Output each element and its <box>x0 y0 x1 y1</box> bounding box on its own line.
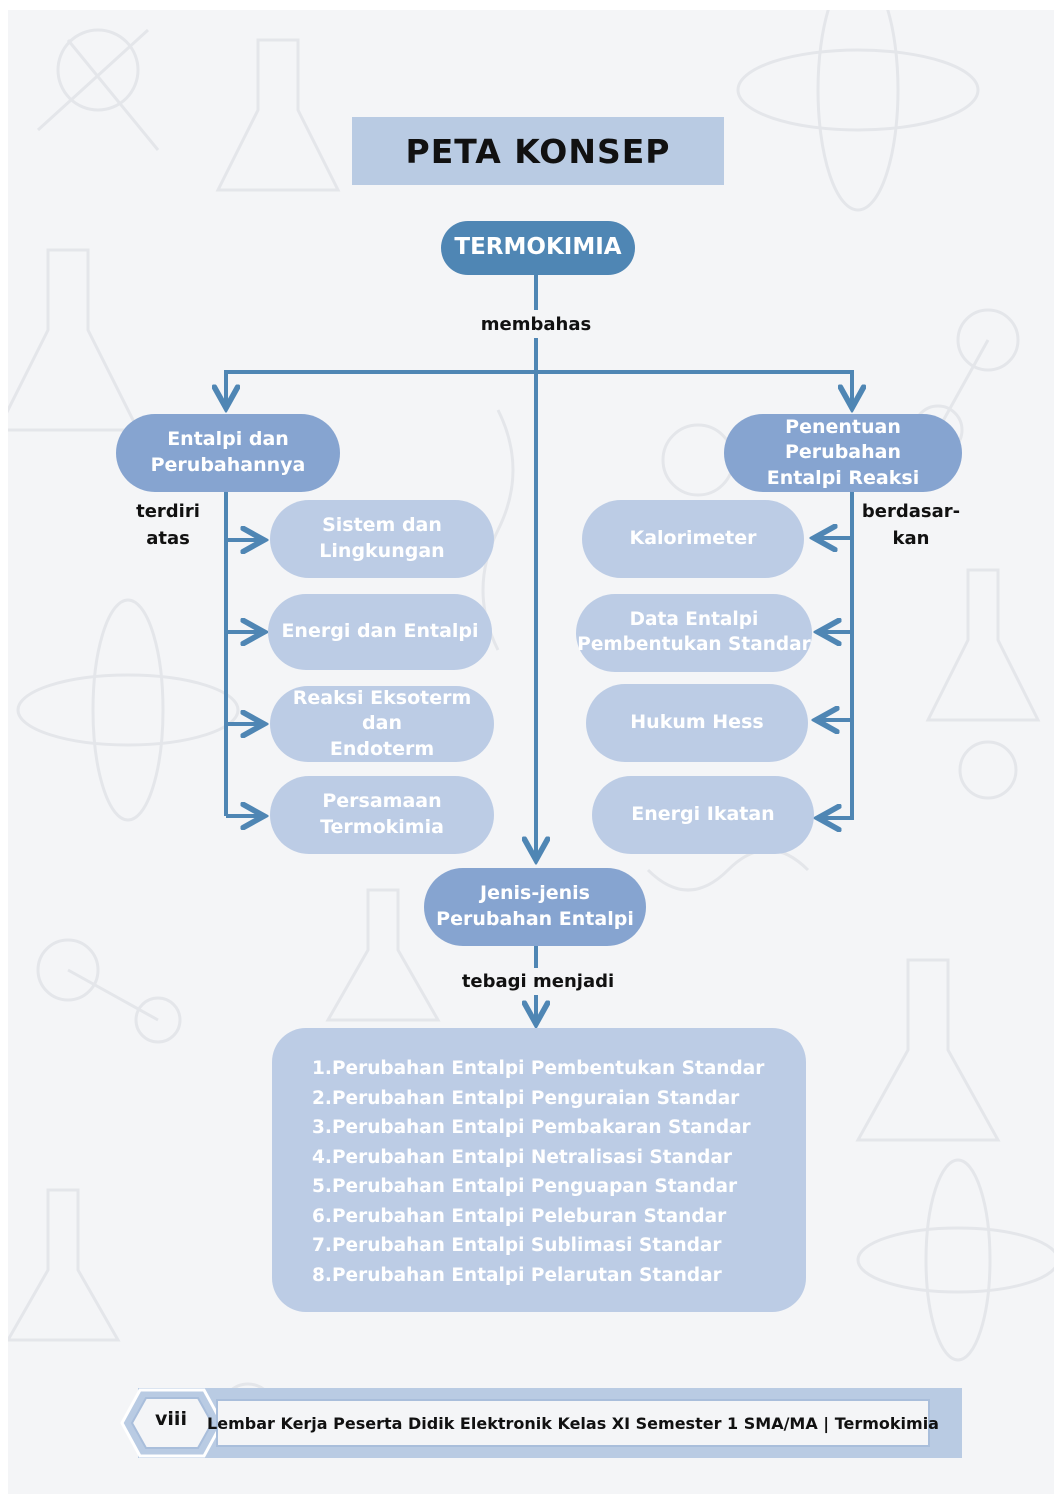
connector-lines <box>8 275 1054 1494</box>
list-item: 3.Perubahan Entalpi Pembakaran Standar <box>312 1113 806 1143</box>
connector-label-left: terdiri atas <box>120 498 216 552</box>
list-item: 2.Perubahan Entalpi Penguraian Standar <box>312 1084 806 1114</box>
right-item-1: Kalorimeter <box>582 500 804 578</box>
right-item-4: Energi Ikatan <box>592 776 814 854</box>
list-item-text: Perubahan Entalpi Penguapan Standar <box>332 1176 738 1197</box>
list-item-number: 7. <box>312 1235 332 1256</box>
list-item-text: Perubahan Entalpi Peleburan Standar <box>332 1205 727 1227</box>
bottom-node-line-1: Jenis-jenis <box>480 882 590 905</box>
list-item-text: Perubahan Entalpi Netralisasi Standar <box>332 1146 733 1168</box>
connector-right-line-1: berdasar- <box>861 501 961 522</box>
bottom-node-line-2: Perubahan Entalpi <box>436 908 634 930</box>
right-item-1-line-1: Kalorimeter <box>629 527 757 550</box>
title-banner: PETA KONSEP <box>352 117 724 185</box>
branch-node-left: Entalpi dan Perubahannya <box>116 414 340 492</box>
list-item: 8.Perubahan Entalpi Pelarutan Standar <box>312 1261 806 1291</box>
page-number: viii <box>155 1408 187 1430</box>
list-item-number: 6. <box>312 1205 332 1227</box>
left-item-1-line-2: Lingkungan <box>319 540 445 562</box>
left-item-4-line-1: Persamaan <box>322 790 442 813</box>
left-item-2: Energi dan Entalpi <box>268 594 492 670</box>
list-item-number: 3. <box>312 1117 332 1138</box>
list-item-text: Perubahan Entalpi Penguraian Standar <box>332 1087 740 1109</box>
left-item-1: Sistem dan Lingkungan <box>270 500 494 578</box>
left-item-4-line-2: Termokimia <box>320 816 444 838</box>
connector-left-line-1: terdiri <box>136 501 200 522</box>
left-item-1-line-1: Sistem dan <box>322 514 442 537</box>
list-item-text: Perubahan Entalpi Sublimasi Standar <box>332 1235 722 1256</box>
page: PETA KONSEP TERMOKIMIA membahas Entalpi … <box>8 10 1054 1494</box>
list-item-number: 8. <box>312 1264 332 1286</box>
connector-label-right: berdasar- kan <box>854 498 968 552</box>
right-item-3-line-1: Hukum Hess <box>630 711 764 734</box>
branch-right-line-1: Penentuan Perubahan <box>784 415 901 464</box>
bottom-node: Jenis-jenis Perubahan Entalpi <box>424 868 646 946</box>
list-item: 6.Perubahan Entalpi Peleburan Standar <box>312 1202 806 1232</box>
left-item-3-line-1: Reaksi Eksoterm dan <box>292 686 472 735</box>
right-item-2-line-2: Pembentukan Standar <box>577 634 811 655</box>
branch-left-line-2: Perubahannya <box>150 454 306 476</box>
list-item-number: 5. <box>312 1176 332 1197</box>
hexagon-page-badge <box>120 1388 224 1458</box>
list-item-text: Perubahan Entalpi Pelarutan Standar <box>332 1264 722 1286</box>
list-item: 4.Perubahan Entalpi Netralisasi Standar <box>312 1143 806 1173</box>
branch-right-line-2: Entalpi Reaksi <box>766 466 920 489</box>
connector-label-root: membahas <box>448 311 624 338</box>
list-item-number: 2. <box>312 1087 332 1109</box>
list-item: 7.Perubahan Entalpi Sublimasi Standar <box>312 1231 806 1261</box>
branch-left-line-1: Entalpi dan <box>167 428 289 451</box>
branch-node-right: Penentuan Perubahan Entalpi Reaksi <box>724 414 962 492</box>
connector-right-line-2: kan <box>892 528 930 549</box>
list-item: 1.Perubahan Entalpi Pembentukan Standar <box>312 1054 806 1084</box>
list-item: 5.Perubahan Entalpi Penguapan Standar <box>312 1172 806 1202</box>
left-item-3-line-2: Endoterm <box>329 737 435 760</box>
list-item-text: Perubahan Entalpi Pembakaran Standar <box>332 1117 751 1138</box>
left-item-3: Reaksi Eksoterm dan Endoterm <box>270 686 494 762</box>
connector-left-line-2: atas <box>146 528 190 549</box>
connector-label-bottom: tebagi menjadi <box>438 968 638 995</box>
root-node: TERMOKIMIA <box>441 221 635 275</box>
right-item-3: Hukum Hess <box>586 684 808 762</box>
footer-caption: Lembar Kerja Peserta Didik Elektronik Ke… <box>207 1413 939 1433</box>
right-item-2: Data Entalpi Pembentukan Standar <box>576 594 812 672</box>
list-item-number: 1. <box>312 1058 332 1079</box>
right-item-2-line-1: Data Entalpi <box>629 609 759 631</box>
footer-caption-box: Lembar Kerja Peserta Didik Elektronik Ke… <box>207 1399 939 1447</box>
right-item-4-line-1: Energi Ikatan <box>631 803 775 826</box>
list-item-number: 4. <box>312 1146 332 1168</box>
page-title: PETA KONSEP <box>405 131 671 171</box>
left-item-2-line-1: Energi dan Entalpi <box>281 620 479 643</box>
list-item-text: Perubahan Entalpi Pembentukan Standar <box>332 1058 765 1079</box>
left-item-4: Persamaan Termokimia <box>270 776 494 854</box>
